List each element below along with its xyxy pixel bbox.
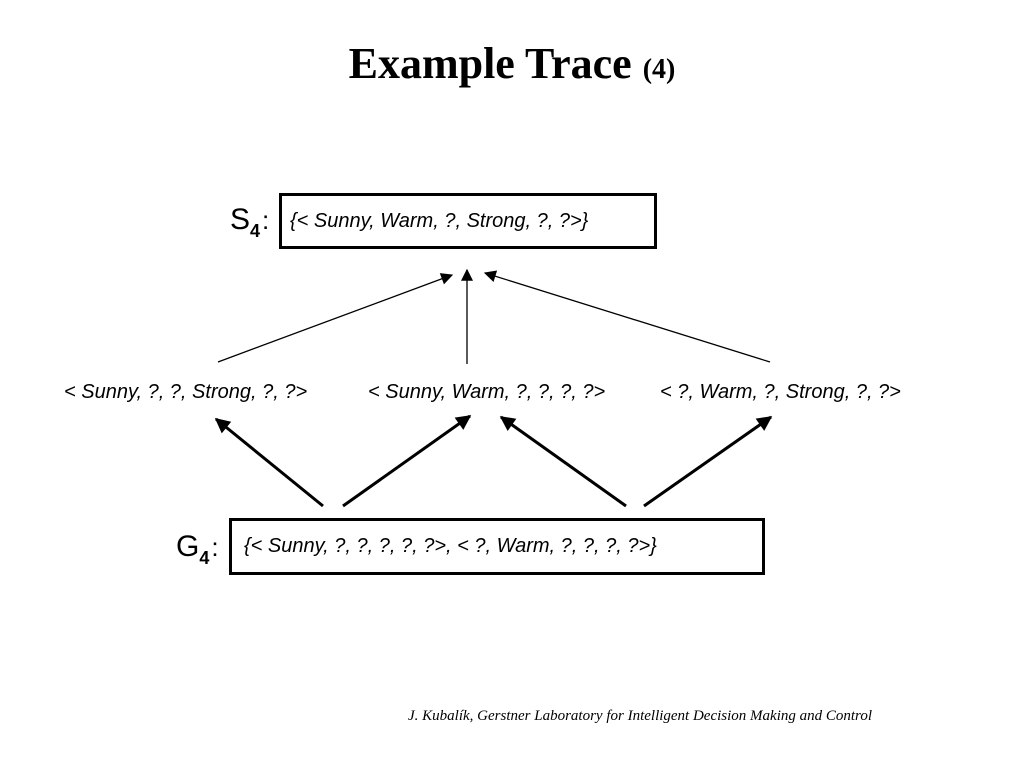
- arrow-h1-to-s4: [217, 273, 454, 363]
- g4-colon: :: [211, 532, 219, 562]
- page-title-number: (4): [642, 54, 676, 85]
- g4-subscript: 4: [199, 548, 210, 568]
- hypothesis-3: < ?, Warm, ?, Strong, ?, ?>: [660, 381, 901, 403]
- page-title-text: Example Trace: [348, 39, 632, 88]
- s4-set: {< Sunny, Warm, ?, Strong, ?, ?>}: [290, 209, 589, 232]
- s4-box: {< Sunny, Warm, ?, Strong, ?, ?>}: [279, 193, 657, 249]
- arrow-g2-to-h3: [643, 415, 773, 508]
- hypothesis-1: < Sunny, ?, ?, Strong, ?, ?>: [64, 381, 308, 403]
- arrow-g1-to-h2: [342, 414, 472, 508]
- s4-subscript: 4: [250, 221, 261, 241]
- s4-label: S4:: [230, 205, 269, 246]
- g4-label: G4:: [176, 532, 219, 573]
- page-title: Example Trace (4): [0, 38, 1024, 96]
- arrow-h3-to-s4: [483, 270, 771, 363]
- g4-symbol: G: [176, 530, 200, 563]
- s4-colon: :: [262, 205, 270, 235]
- arrow-g1-to-h1: [214, 417, 324, 508]
- g4-set: {< Sunny, ?, ?, ?, ?, ?>, < ?, Warm, ?, …: [244, 535, 657, 557]
- footer-credit: J. Kubalík, Gerstner Laboratory for Inte…: [408, 708, 872, 724]
- hypothesis-2: < Sunny, Warm, ?, ?, ?, ?>: [368, 381, 606, 403]
- g4-box: {< Sunny, ?, ?, ?, ?, ?>, < ?, Warm, ?, …: [229, 518, 765, 575]
- arrow-g2-to-h2: [499, 415, 627, 508]
- s4-symbol: S: [230, 203, 251, 236]
